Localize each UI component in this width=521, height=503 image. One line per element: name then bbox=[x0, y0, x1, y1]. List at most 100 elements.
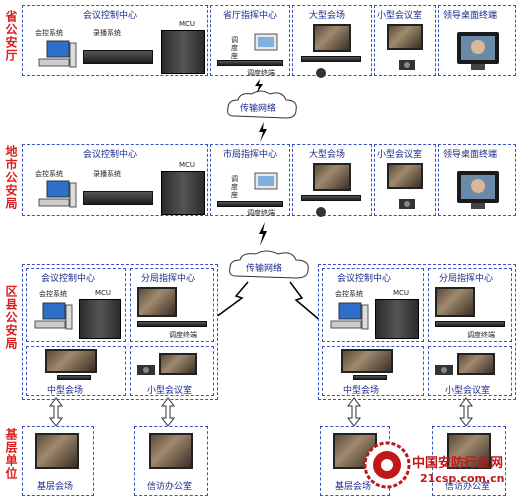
province-record-system-label: 录播系统 bbox=[93, 29, 121, 37]
county-right-control-system-label: 会控系统 bbox=[335, 290, 363, 298]
county-left-small-room-title: 小型会议室 bbox=[147, 386, 193, 396]
province-small-room-title: 小型会议室 bbox=[377, 11, 423, 21]
medium-venue-screen-icon bbox=[341, 349, 393, 373]
province-leader-terminal-title: 领导桌面终端 bbox=[443, 11, 498, 21]
computer-icon bbox=[37, 179, 77, 211]
grassroots-left-petition-box: 信访办公室 bbox=[134, 426, 208, 496]
mcu-cabinet-icon bbox=[375, 299, 419, 339]
desktop-terminal-icon bbox=[455, 169, 501, 211]
county-right-small-room-title: 小型会议室 bbox=[445, 386, 491, 396]
csp-seal-logo-icon bbox=[362, 440, 412, 490]
county-right-medium-venue-box: 中型会场 bbox=[322, 346, 424, 396]
video-terminal-icon bbox=[397, 56, 417, 72]
dispatch-terminal-device-icon bbox=[435, 321, 505, 327]
grassroots-left-venue-title: 基层会场 bbox=[37, 482, 74, 492]
county-right-control-center-title: 会议控制中心 bbox=[337, 274, 392, 284]
petition-office-scene-icon bbox=[447, 433, 491, 469]
county-left-branch-command-title: 分局指挥中心 bbox=[141, 274, 196, 284]
grassroots-right-petition-title: 信访办公室 bbox=[445, 482, 491, 492]
county-right-branch-command-title: 分局指挥中心 bbox=[439, 274, 494, 284]
city-dispatch-desk-label: 调度座 bbox=[231, 175, 238, 199]
province-dispatch-terminal-label: 调度终端 bbox=[247, 69, 275, 77]
county-left-control-center-box: 会议控制中心 会控系统 MCU bbox=[26, 268, 126, 342]
county-left-branch-command-box: 分局指挥中心 调度终端 bbox=[130, 268, 214, 342]
medium-venue-screen-icon bbox=[45, 349, 97, 373]
province-dispatch-desk-label: 调度座 bbox=[231, 36, 238, 60]
video-terminal-icon bbox=[433, 359, 455, 379]
mcu-cabinet-icon bbox=[161, 171, 205, 215]
county-left-dispatch-terminal-label: 调度终端 bbox=[169, 331, 197, 339]
province-control-system-label: 会控系统 bbox=[35, 29, 63, 37]
province-small-room-box: 小型会议室 bbox=[374, 5, 436, 76]
video-terminal-icon bbox=[397, 195, 417, 211]
camera-icon bbox=[315, 203, 327, 217]
city-large-venue-title: 大型会场 bbox=[309, 150, 346, 160]
tier-label-city: 地市公安局 bbox=[4, 145, 18, 210]
grassroots-right-venue-title: 基层会场 bbox=[335, 482, 372, 492]
computer-icon bbox=[329, 301, 369, 333]
petition-office-scene-icon bbox=[149, 433, 193, 469]
recorder-device-icon bbox=[83, 191, 153, 205]
city-command-center-title: 市局指挥中心 bbox=[223, 150, 278, 160]
computer-icon bbox=[33, 301, 73, 333]
county-right-control-center-box: 会议控制中心 会控系统 MCU bbox=[322, 268, 424, 342]
venue-console-icon bbox=[301, 195, 361, 201]
county-right-branch-command-box: 分局指挥中心 调度终端 bbox=[428, 268, 512, 342]
transmission-network-cloud-icon bbox=[226, 248, 312, 284]
grassroots-venue-screen-icon bbox=[35, 433, 79, 469]
dispatch-terminal-device-icon bbox=[137, 321, 207, 327]
lightning-link-icon bbox=[252, 78, 266, 93]
city-large-venue-box: 大型会场 bbox=[292, 144, 372, 217]
computer-icon bbox=[37, 39, 77, 71]
video-terminal-icon bbox=[135, 359, 157, 379]
city-control-system-label: 会控系统 bbox=[35, 170, 63, 178]
county-left-small-room-box: 小型会议室 bbox=[130, 346, 214, 396]
venue-console-icon bbox=[353, 375, 387, 380]
large-venue-screen-icon bbox=[313, 24, 351, 52]
province-command-center-box: 省厅指挥中心 调度座 调度终端 bbox=[210, 5, 290, 77]
city-record-system-label: 录播系统 bbox=[93, 170, 121, 178]
watermark-org-name: 中国安防行业网 bbox=[412, 456, 504, 471]
province-command-center-title: 省厅指挥中心 bbox=[223, 11, 278, 21]
county-left-medium-venue-box: 中型会场 bbox=[26, 346, 126, 396]
province-control-center-box: 会议控制中心 会控系统 录播系统 MCU bbox=[22, 5, 208, 76]
lightning-link-icon bbox=[256, 122, 270, 142]
city-control-center-title: 会议控制中心 bbox=[83, 150, 138, 160]
tier-label-grassroots: 基层单位 bbox=[4, 428, 18, 480]
mcu-cabinet-icon bbox=[79, 299, 121, 339]
small-room-screen-icon bbox=[387, 163, 423, 189]
large-venue-screen-icon bbox=[313, 163, 351, 191]
county-left-mcu-label: MCU bbox=[95, 289, 112, 297]
county-left-control-center-title: 会议控制中心 bbox=[41, 274, 96, 284]
tablet-icon bbox=[253, 32, 281, 54]
tier-label-county: 区县公安局 bbox=[4, 285, 18, 350]
province-large-venue-box: 大型会场 bbox=[292, 5, 372, 78]
city-dispatch-terminal-label: 调度终端 bbox=[247, 209, 275, 217]
grassroots-left-venue-box: 基层会场 bbox=[22, 426, 94, 496]
transmission-network-label: 传输网络 bbox=[246, 264, 283, 274]
mcu-cabinet-icon bbox=[161, 30, 205, 74]
province-mcu-label: MCU bbox=[179, 20, 196, 28]
desktop-terminal-icon bbox=[455, 30, 501, 72]
county-right-medium-venue-title: 中型会场 bbox=[343, 386, 380, 396]
watermark-domain: 21csp.com.cn bbox=[420, 472, 505, 485]
county-right-mcu-label: MCU bbox=[393, 289, 410, 297]
city-small-room-box: 小型会议室 bbox=[374, 144, 436, 216]
city-leader-terminal-title: 领导桌面终端 bbox=[443, 150, 498, 160]
small-room-screen-icon bbox=[387, 24, 423, 50]
small-room-screen-icon bbox=[159, 353, 197, 375]
transmission-network-cloud-icon bbox=[224, 88, 300, 124]
city-control-center-box: 会议控制中心 会控系统 录播系统 MCU bbox=[22, 144, 208, 216]
city-leader-terminal-box: 领导桌面终端 bbox=[438, 144, 516, 216]
grassroots-left-petition-title: 信访办公室 bbox=[147, 482, 193, 492]
tablet-icon bbox=[253, 171, 281, 193]
city-command-center-box: 市局指挥中心 调度座 调度终端 bbox=[210, 144, 290, 217]
lightning-link-icon bbox=[256, 222, 270, 246]
venue-console-icon bbox=[57, 375, 91, 380]
province-large-venue-title: 大型会场 bbox=[309, 11, 346, 21]
grassroots-right-petition-box: 信访办公室 bbox=[432, 426, 506, 496]
province-control-center-title: 会议控制中心 bbox=[83, 11, 138, 21]
county-left-medium-venue-title: 中型会场 bbox=[47, 386, 84, 396]
